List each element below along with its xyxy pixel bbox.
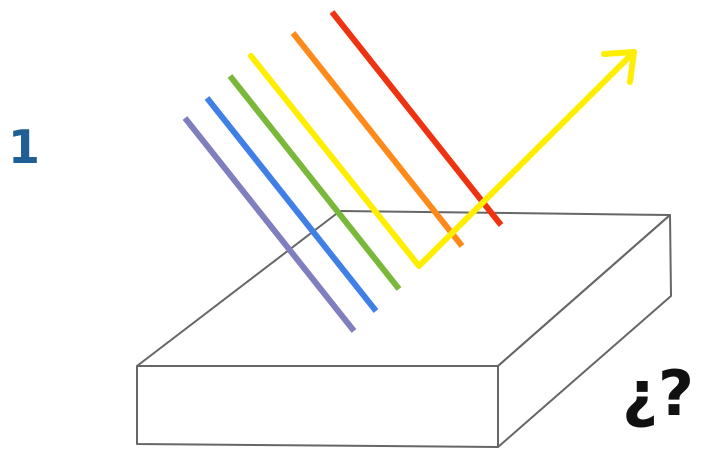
step-number-label: 1 — [8, 120, 40, 174]
question-mark-label: ¿? — [622, 357, 694, 430]
arrowhead-icon — [601, 49, 637, 85]
yellow-ray-path — [248, 49, 637, 269]
ray-violet — [182, 116, 357, 333]
reflected-yellow-ray — [248, 49, 637, 269]
block-side-face — [497, 214, 672, 448]
ray-blue — [204, 96, 379, 313]
ray-green — [227, 74, 402, 291]
block-front-face — [136, 365, 499, 448]
block-top-face — [136, 210, 671, 367]
ray-orange — [290, 31, 465, 248]
light-rays — [182, 10, 504, 333]
ray-red — [329, 10, 504, 227]
block-surface — [136, 210, 672, 448]
